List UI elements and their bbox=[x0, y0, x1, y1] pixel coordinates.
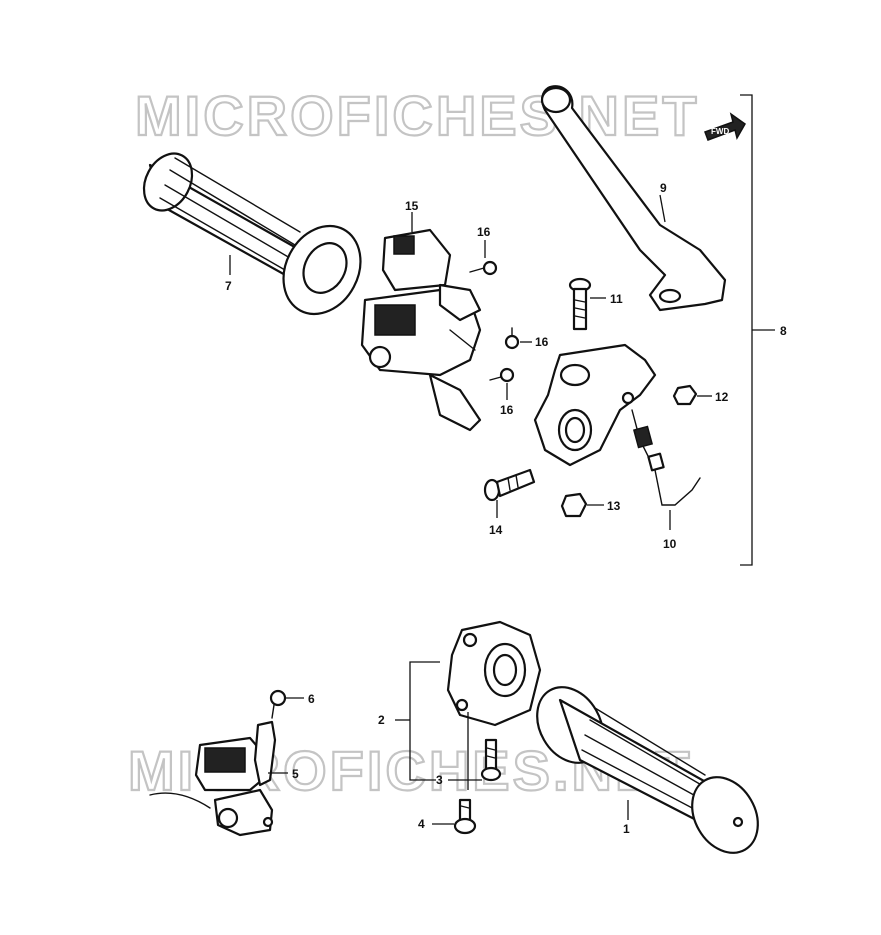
throttle-housing bbox=[446, 620, 542, 727]
callout-3: 3 bbox=[436, 773, 443, 787]
screw-16-middle bbox=[504, 327, 520, 350]
clutch-lever bbox=[540, 85, 727, 312]
callout-11: 11 bbox=[610, 292, 623, 306]
callout-8: 8 bbox=[780, 324, 787, 338]
brake-switch-5 bbox=[149, 720, 277, 837]
callout-12: 12 bbox=[715, 390, 729, 404]
callout-16-upper: 16 bbox=[477, 225, 491, 239]
bracket-8 bbox=[740, 94, 753, 566]
fwd-arrow: FWD bbox=[704, 112, 746, 141]
callout-1: 1 bbox=[623, 822, 630, 836]
screw-4 bbox=[453, 798, 477, 835]
callout-9: 9 bbox=[660, 181, 667, 195]
watermark-top: MICROFICHES.NET bbox=[135, 84, 700, 147]
bolt-11 bbox=[568, 277, 592, 331]
callout-15: 15 bbox=[405, 199, 419, 213]
lever-holder bbox=[533, 343, 657, 467]
fwd-label: FWD bbox=[711, 127, 729, 136]
nut-13 bbox=[560, 492, 588, 518]
callout-2: 2 bbox=[378, 713, 385, 727]
callout-14: 14 bbox=[489, 523, 503, 537]
right-grip bbox=[536, 686, 759, 854]
screw-3 bbox=[480, 738, 502, 782]
callout-13: 13 bbox=[607, 499, 621, 513]
callout-4: 4 bbox=[418, 817, 425, 831]
bolt-14 bbox=[483, 468, 536, 502]
left-grip bbox=[142, 152, 362, 316]
callout-7: 7 bbox=[225, 279, 232, 293]
callout-16-middle: 16 bbox=[535, 335, 549, 349]
switch-assembly bbox=[360, 228, 482, 432]
clutch-switch-10 bbox=[631, 409, 701, 506]
callout-6: 6 bbox=[308, 692, 315, 706]
bracket-2 bbox=[409, 661, 440, 781]
callout-16-lower: 16 bbox=[500, 403, 514, 417]
callout-5: 5 bbox=[292, 767, 299, 781]
nut-12 bbox=[672, 384, 698, 406]
leader-9 bbox=[659, 194, 666, 223]
callout-10: 10 bbox=[663, 537, 677, 551]
screw-16-lower bbox=[489, 367, 515, 383]
screw-6 bbox=[269, 689, 287, 719]
screw-16-upper bbox=[469, 260, 498, 276]
